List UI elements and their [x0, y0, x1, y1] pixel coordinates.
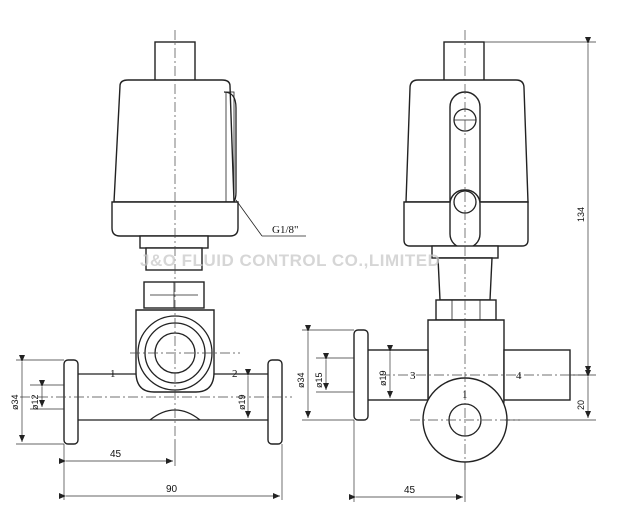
right-view: 3 4 1 ø34 ø15 ø19 134 20 45 — [296, 30, 596, 502]
right-bore-diameter-dim: ø15 — [314, 372, 324, 388]
left-pipe-diameter-dim: ø19 — [237, 394, 247, 410]
left-total-width-dim: 90 — [166, 484, 178, 495]
right-height-dim: 134 — [576, 207, 586, 222]
left-actuator-housing — [113, 79, 235, 203]
left-flange-right — [267, 359, 283, 445]
right-nut — [435, 299, 497, 321]
right-offset-dim: 20 — [576, 400, 586, 410]
left-bore-diameter-dim: ø12 — [30, 394, 40, 410]
right-port-1-label: 1 — [462, 389, 468, 401]
right-pipe-diameter-dim: ø19 — [378, 370, 388, 386]
left-view: 1 2 G1/8" ø34 ø12 ø19 45 90 — [10, 30, 306, 500]
left-flange-diameter-dim: ø34 — [10, 394, 20, 410]
right-flange — [353, 329, 369, 421]
right-port-4-label: 4 — [516, 370, 522, 382]
left-port-1-label: 1 — [110, 368, 116, 380]
left-flange-left — [63, 359, 79, 445]
company-watermark: J&O FLUID CONTROL CO.,LIMITED — [140, 251, 440, 270]
right-flange-diameter-dim: ø34 — [296, 372, 306, 388]
right-actuator-stem — [443, 41, 485, 83]
left-neck-collar — [139, 235, 209, 249]
left-half-width-dim: 45 — [110, 449, 122, 460]
right-port-3-label: 3 — [410, 370, 416, 382]
right-half-width-dim: 45 — [404, 485, 416, 496]
left-port-2-label: 2 — [232, 368, 238, 380]
thread-spec-label: G1/8" — [272, 224, 299, 236]
left-neck — [145, 247, 203, 271]
